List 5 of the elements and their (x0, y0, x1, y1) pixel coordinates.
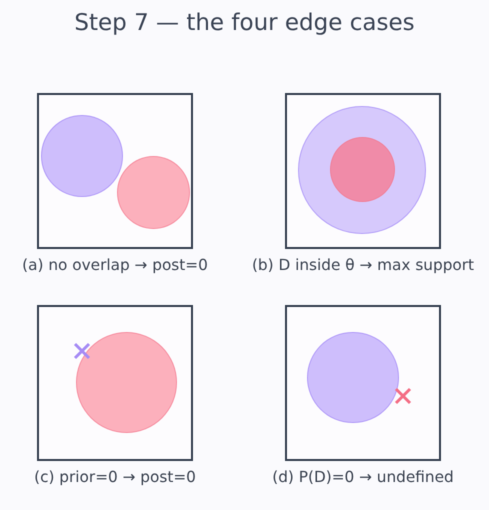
panel-caption: (d) P(D)=0 → undefined (272, 468, 454, 486)
panel-caption: (b) D inside θ → max support (252, 256, 474, 274)
panel-caption: (a) no overlap → post=0 (22, 256, 208, 274)
diagram-title: Step 7 — the four edge cases (74, 10, 415, 37)
panel-caption: (c) prior=0 → post=0 (34, 468, 196, 486)
